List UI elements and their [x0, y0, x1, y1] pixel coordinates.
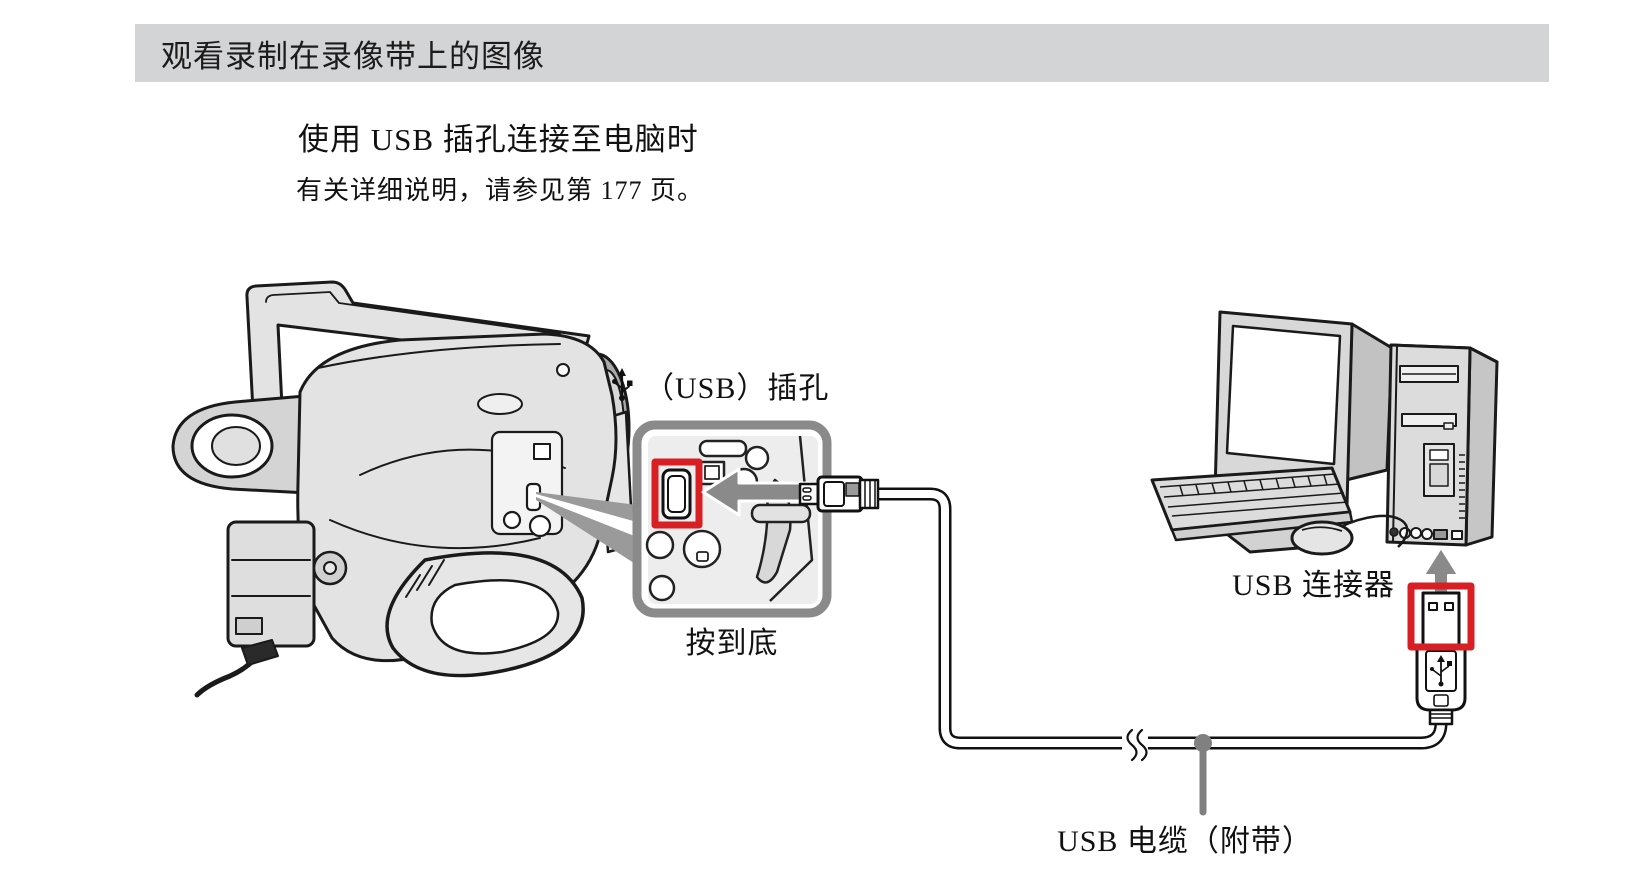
cable-tube-outline	[871, 487, 1448, 750]
highlight-box-jack	[651, 458, 703, 529]
usb-connector-label: USB 连接器	[1232, 569, 1395, 602]
monitor-screen	[1225, 324, 1342, 466]
page-title: 观看录制在录像带上的图像	[135, 24, 1549, 82]
tower	[1385, 343, 1499, 547]
usb-jack-detail-box	[632, 420, 832, 618]
keyboard	[1150, 466, 1354, 542]
magnifier-wedge	[536, 492, 637, 565]
highlight-box-connector	[1407, 582, 1475, 651]
carry-handle	[245, 280, 591, 470]
tower-vents	[1459, 454, 1465, 519]
usb-a-neck	[1428, 708, 1454, 726]
cord-plug	[241, 639, 279, 666]
push-in-label: 按到底	[685, 627, 779, 660]
zoom-rocker	[477, 393, 523, 415]
usb-cable	[871, 487, 1448, 816]
computer-illustration	[1150, 310, 1499, 556]
section-note: 有关详细说明，请参见第 177 页。	[296, 176, 705, 205]
usb-cable-label: USB 电缆（附带）	[1057, 825, 1313, 858]
usb-jack-label-text: （USB）插孔	[644, 372, 830, 405]
mouse	[1290, 514, 1409, 556]
usb-a-shell	[1421, 591, 1461, 647]
mouse-cable	[1339, 514, 1409, 548]
power-button	[1429, 463, 1449, 487]
camcorder-illustration	[171, 280, 635, 698]
jack-panel	[490, 430, 564, 536]
cable-break	[1122, 733, 1148, 754]
cable-tube-core	[874, 490, 1445, 747]
usb-trident-icon	[612, 368, 633, 401]
section-subtitle: 使用 USB 插孔连接至电脑时	[298, 122, 699, 157]
floppy-drive	[1401, 413, 1457, 427]
usb-connector-group	[1407, 547, 1475, 726]
tower-usb-port	[1433, 529, 1448, 540]
usb-jack-label: （USB）插孔	[610, 363, 829, 407]
usb-trident-mark	[1430, 655, 1452, 687]
mini-usb-plug	[798, 475, 880, 513]
